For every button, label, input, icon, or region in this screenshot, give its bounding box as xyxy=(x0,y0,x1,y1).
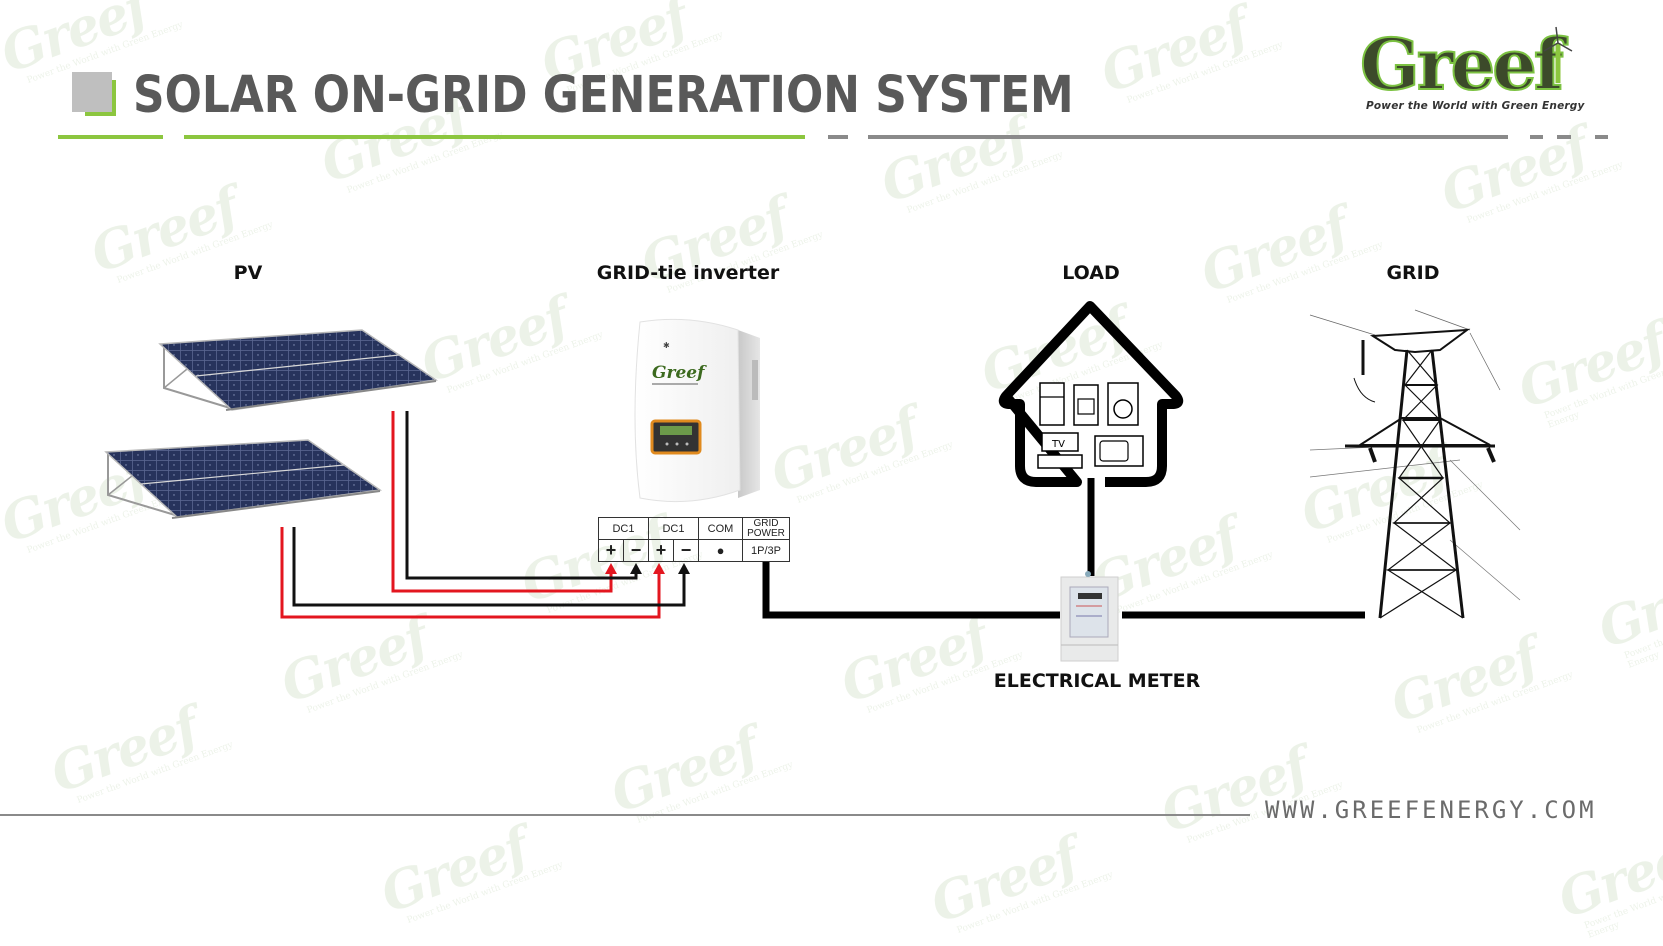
electrical-meter xyxy=(1060,571,1119,662)
svg-text:✱: ✱ xyxy=(663,341,670,350)
wire-pv2-negative xyxy=(292,527,686,607)
terminal-dc1a-negative: − xyxy=(623,539,649,562)
terminal-header-grid-power: GRID POWER xyxy=(742,517,790,540)
system-diagram: ✱ Greef TV xyxy=(104,301,1521,662)
brand-logo: Greef Power the World with Green Energy xyxy=(1359,23,1585,113)
load-label: LOAD xyxy=(1062,262,1120,284)
meter-label: ELECTRICAL METER xyxy=(993,670,1201,692)
solar-panel-2 xyxy=(104,439,383,519)
ac-wiring xyxy=(762,478,1365,619)
wind-turbine-icon xyxy=(1543,26,1573,83)
wire-pv2-positive xyxy=(280,527,661,619)
grid-tie-inverter: ✱ Greef xyxy=(634,318,760,503)
wire-pv1-negative xyxy=(405,411,638,580)
terminal-dc1a-positive: + xyxy=(598,539,624,562)
svg-text:Greef: Greef xyxy=(652,363,707,383)
terminal-header-dc1-a: DC1 xyxy=(598,517,649,540)
house-load-icon: TV xyxy=(998,301,1184,487)
dc-wiring xyxy=(280,411,690,619)
tv-text: TV xyxy=(1051,439,1065,450)
page-title: SOLAR ON-GRID GENERATION SYSTEM xyxy=(133,66,1074,125)
logo-wordmark: Greef xyxy=(1359,23,1565,106)
grid-header-line1: GRID xyxy=(753,517,779,529)
wire-inverter-to-meter xyxy=(762,562,1060,619)
solar-panel-1 xyxy=(158,329,439,411)
watermark-tagline: Power the World with Green Energy xyxy=(1583,878,1663,941)
grid-label: GRID xyxy=(1386,262,1440,284)
grid-header-line2: POWER xyxy=(747,527,785,539)
terminal-header-com: COM xyxy=(698,517,743,540)
footer-divider xyxy=(0,814,1250,816)
title-bullet-icon xyxy=(72,72,116,116)
terminal-dc1b-negative: − xyxy=(673,539,699,562)
website-url: WWW.GREEFENERGY.COM xyxy=(1265,796,1597,824)
inverter-terminal-block: DC1 DC1 COM GRID POWER + − + − ● 1P/3P xyxy=(598,517,790,562)
pv-label: PV xyxy=(233,262,263,284)
terminal-dc1b-positive: + xyxy=(648,539,674,562)
wire-pv1-positive xyxy=(391,411,613,593)
terminal-header-dc1-b: DC1 xyxy=(648,517,699,540)
transmission-tower-icon xyxy=(1309,309,1521,619)
logo-tagline: Power the World with Green Energy xyxy=(1366,100,1585,112)
inverter-label: GRID-tie inverter xyxy=(596,262,780,284)
terminal-com: ● xyxy=(698,539,743,562)
terminal-grid-phase: 1P/3P xyxy=(742,539,790,562)
